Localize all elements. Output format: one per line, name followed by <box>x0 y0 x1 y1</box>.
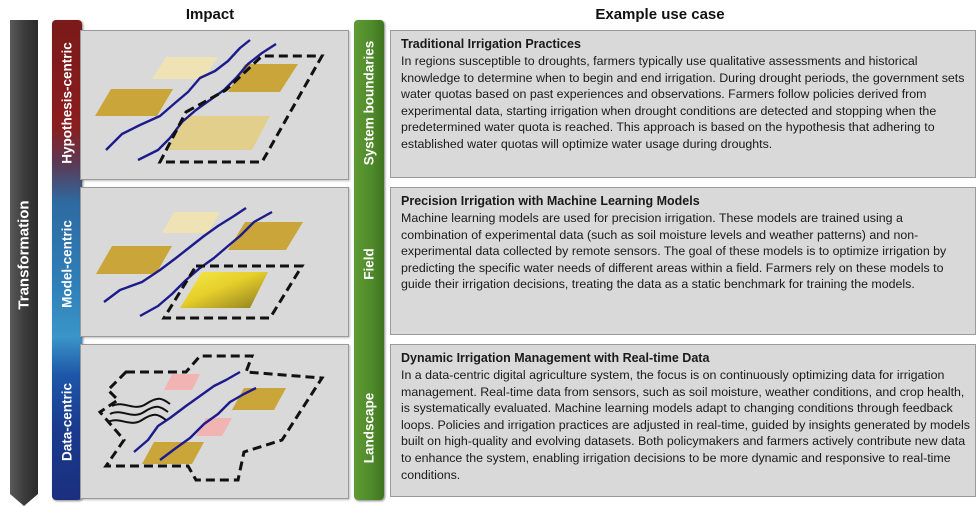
transformation-arrow <box>10 20 38 506</box>
field-light-plot <box>152 57 218 79</box>
river-line <box>159 386 257 461</box>
example-header: Example use case <box>595 6 725 23</box>
hypothesis-illustration <box>95 39 325 164</box>
use-case-body: In a data-centric digital agriculture sy… <box>401 368 970 482</box>
landscape-boundary <box>97 354 325 482</box>
river-line <box>137 42 277 162</box>
use-case-title: Dynamic Irrigation Management with Real-… <box>401 351 710 365</box>
field-boundary <box>161 264 305 320</box>
impact-header: Impact <box>185 6 235 23</box>
field-gold-plot <box>232 388 286 410</box>
model-illustration <box>96 207 305 320</box>
use-case-title: Traditional Irrigation Practices <box>401 37 581 51</box>
system-boundary <box>157 54 325 164</box>
use-case-panel-data: Dynamic Irrigation Management with Real-… <box>390 344 976 497</box>
wind-line <box>107 413 167 424</box>
data-illustration <box>97 354 325 482</box>
scale-bar <box>354 20 384 500</box>
river-line <box>139 210 273 318</box>
paradigm-bar <box>52 20 82 500</box>
field-gold-plot <box>96 246 172 274</box>
use-case-body: Machine learning models are used for pre… <box>401 211 947 292</box>
scale-label-system-boundaries: System boundaries <box>361 40 377 166</box>
field-light-plot <box>162 212 220 233</box>
river-line <box>133 370 241 453</box>
use-case-panel-model: Precision Irrigation with Machine Learni… <box>390 187 976 335</box>
field-glowing-plot <box>180 272 268 308</box>
field-gold-plot <box>95 89 173 116</box>
use-case-body: In regions susceptible to droughts, farm… <box>401 54 965 151</box>
scale-label-field: Field <box>361 248 377 280</box>
wind-line <box>111 397 171 408</box>
field-pale-plot <box>165 116 270 150</box>
river-line <box>103 207 247 303</box>
river-line <box>105 39 251 151</box>
field-gold-plot <box>142 442 204 464</box>
use-case-panel-hypothesis: Traditional Irrigation Practices In regi… <box>390 30 976 178</box>
use-case-title: Precision Irrigation with Machine Learni… <box>401 194 700 208</box>
wind-line <box>109 405 169 416</box>
field-pink-plot <box>164 374 200 390</box>
scale-label-landscape: Landscape <box>361 392 377 464</box>
